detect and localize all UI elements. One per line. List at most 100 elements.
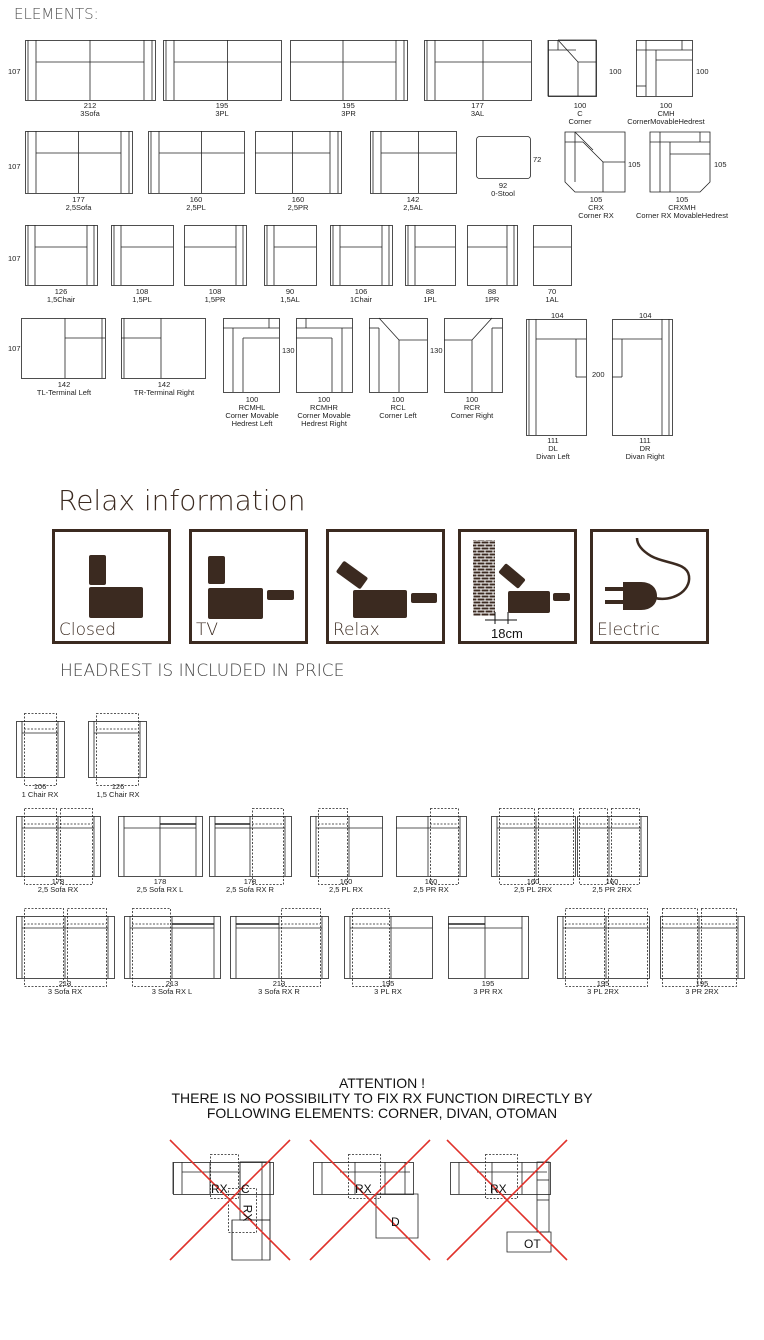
element-rcl-side: 130 bbox=[430, 346, 443, 355]
attn-example-1 bbox=[169, 1139, 292, 1266]
element-stool-side: 72 bbox=[533, 155, 542, 164]
rx-row2-2-label-line: 2,5 Sofa RX R bbox=[226, 885, 274, 894]
closed-position-icon bbox=[89, 555, 143, 618]
element-crx bbox=[564, 131, 627, 194]
element-cmh-label-line: 100 bbox=[659, 101, 673, 110]
element-row3-1-label-line: 108 bbox=[135, 287, 149, 296]
element-row3-3-label-line: 90 bbox=[285, 287, 295, 296]
attention-title: ATTENTION ! bbox=[338, 1075, 426, 1091]
element-rcr-label-line: RCR bbox=[463, 403, 481, 412]
element-tl-label-line: TL-Terminal Left bbox=[36, 388, 92, 397]
rx-row2-4 bbox=[396, 808, 468, 886]
rx-row2-5 bbox=[491, 808, 577, 886]
element-row3-6 bbox=[467, 225, 519, 287]
rx-row3-6 bbox=[660, 908, 746, 988]
rx-row2-2 bbox=[209, 808, 293, 886]
element-row3-6-label-line: 1PR bbox=[484, 295, 500, 304]
rx-row3-3-label-line: 195 bbox=[381, 979, 395, 988]
attn-example-3 bbox=[446, 1139, 569, 1266]
element-row3-5-label-line: 88 bbox=[425, 287, 435, 296]
rx-1chair bbox=[16, 713, 66, 787]
element-rcmhl-label-line: 100 bbox=[245, 395, 259, 404]
relax-tv-label: TV bbox=[196, 620, 219, 640]
element-tr bbox=[121, 318, 207, 380]
rx-row3-5 bbox=[557, 908, 651, 988]
rx-row3-1-label-line: 213 bbox=[165, 979, 179, 988]
element-tr-label-line: 142 bbox=[157, 380, 171, 389]
element-row3-2-label-line: 108 bbox=[208, 287, 222, 296]
element-row3-3 bbox=[264, 225, 318, 287]
element-crx-side: 105 bbox=[628, 160, 641, 169]
element-row3-5 bbox=[405, 225, 457, 287]
rx-row3-5-label-line: 195 bbox=[596, 979, 610, 988]
element-rcr-label-line: Corner Right bbox=[450, 411, 494, 420]
element-row1-2-label-line: 3PR bbox=[341, 109, 356, 118]
rx-1chair-label-line: 106 bbox=[33, 782, 47, 791]
element-stool-label-line: 92 bbox=[498, 181, 508, 190]
relax-relax-box: Relax bbox=[326, 529, 445, 644]
element-row3-4-label-line: 106 bbox=[354, 287, 368, 296]
element-row1-1-label-line: 3PL bbox=[215, 109, 229, 118]
element-dl-label-line: Divan Left bbox=[536, 452, 570, 461]
rx-row3-5-label-line: 3 PL 2RX bbox=[587, 987, 619, 996]
element-row3-5-label-line: 1PL bbox=[423, 295, 437, 304]
relax-tv-box: TV bbox=[189, 529, 308, 644]
element-row3-2 bbox=[184, 225, 248, 287]
relax-electric-box: Electric bbox=[590, 529, 709, 644]
rx-row2-6-label-line: 160 bbox=[605, 877, 619, 886]
rx-1chair-label-line: 1 Chair RX bbox=[21, 790, 59, 799]
element-crxmh-side: 105 bbox=[714, 160, 727, 169]
element-corner-c-label-line: C bbox=[577, 109, 583, 118]
rx-row2-5-label-line: 160 bbox=[526, 877, 540, 886]
element-rcr-label-line: 100 bbox=[465, 395, 479, 404]
element-row2-0 bbox=[25, 131, 134, 195]
element-row1-2 bbox=[290, 40, 409, 102]
rx-row3-6-label-line: 3 PR 2RX bbox=[685, 987, 719, 996]
element-dl-side: 200 bbox=[592, 370, 605, 379]
rx-row2-6-label-line: 2,5 PR 2RX bbox=[592, 885, 632, 894]
element-crxmh-label-line: Corner RX MovableHedrest bbox=[635, 211, 729, 220]
element-crx-label-line: CRX bbox=[588, 203, 604, 212]
rx-row3-0 bbox=[16, 908, 116, 988]
element-dr-label-line: Divan Right bbox=[625, 452, 665, 461]
element-rcl bbox=[369, 317, 429, 394]
element-rcmhr bbox=[296, 318, 354, 394]
rx-row3-2-label-line: 213 bbox=[272, 979, 286, 988]
element-row2-0-label-line: 177 bbox=[72, 195, 85, 204]
element-corner-c-label-line: Corner bbox=[568, 117, 592, 126]
rx-row3-4-label-line: 195 bbox=[481, 979, 495, 988]
tv-position-icon bbox=[208, 556, 294, 619]
element-row3-6-label-line: 88 bbox=[487, 287, 497, 296]
element-dr-label-line: DR bbox=[639, 444, 651, 453]
headrest-note: HEADREST IS INCLUDED IN PRICE bbox=[60, 661, 345, 681]
element-corner-c-label-line: 100 bbox=[573, 101, 587, 110]
wall-distance-icon bbox=[473, 540, 570, 624]
element-rcmhr-label-line: 100 bbox=[317, 395, 331, 404]
element-row2-2-label-line: 2,5PR bbox=[287, 203, 309, 212]
element-row2-2-label-line: 160 bbox=[291, 195, 305, 204]
row3-depth: 107 bbox=[8, 254, 21, 263]
rx-row3-0-label-line: 213 bbox=[58, 979, 72, 988]
rx-row2-1-label-line: 2,5 Sofa RX L bbox=[136, 885, 184, 894]
relax-heading: Relax information bbox=[58, 484, 306, 517]
